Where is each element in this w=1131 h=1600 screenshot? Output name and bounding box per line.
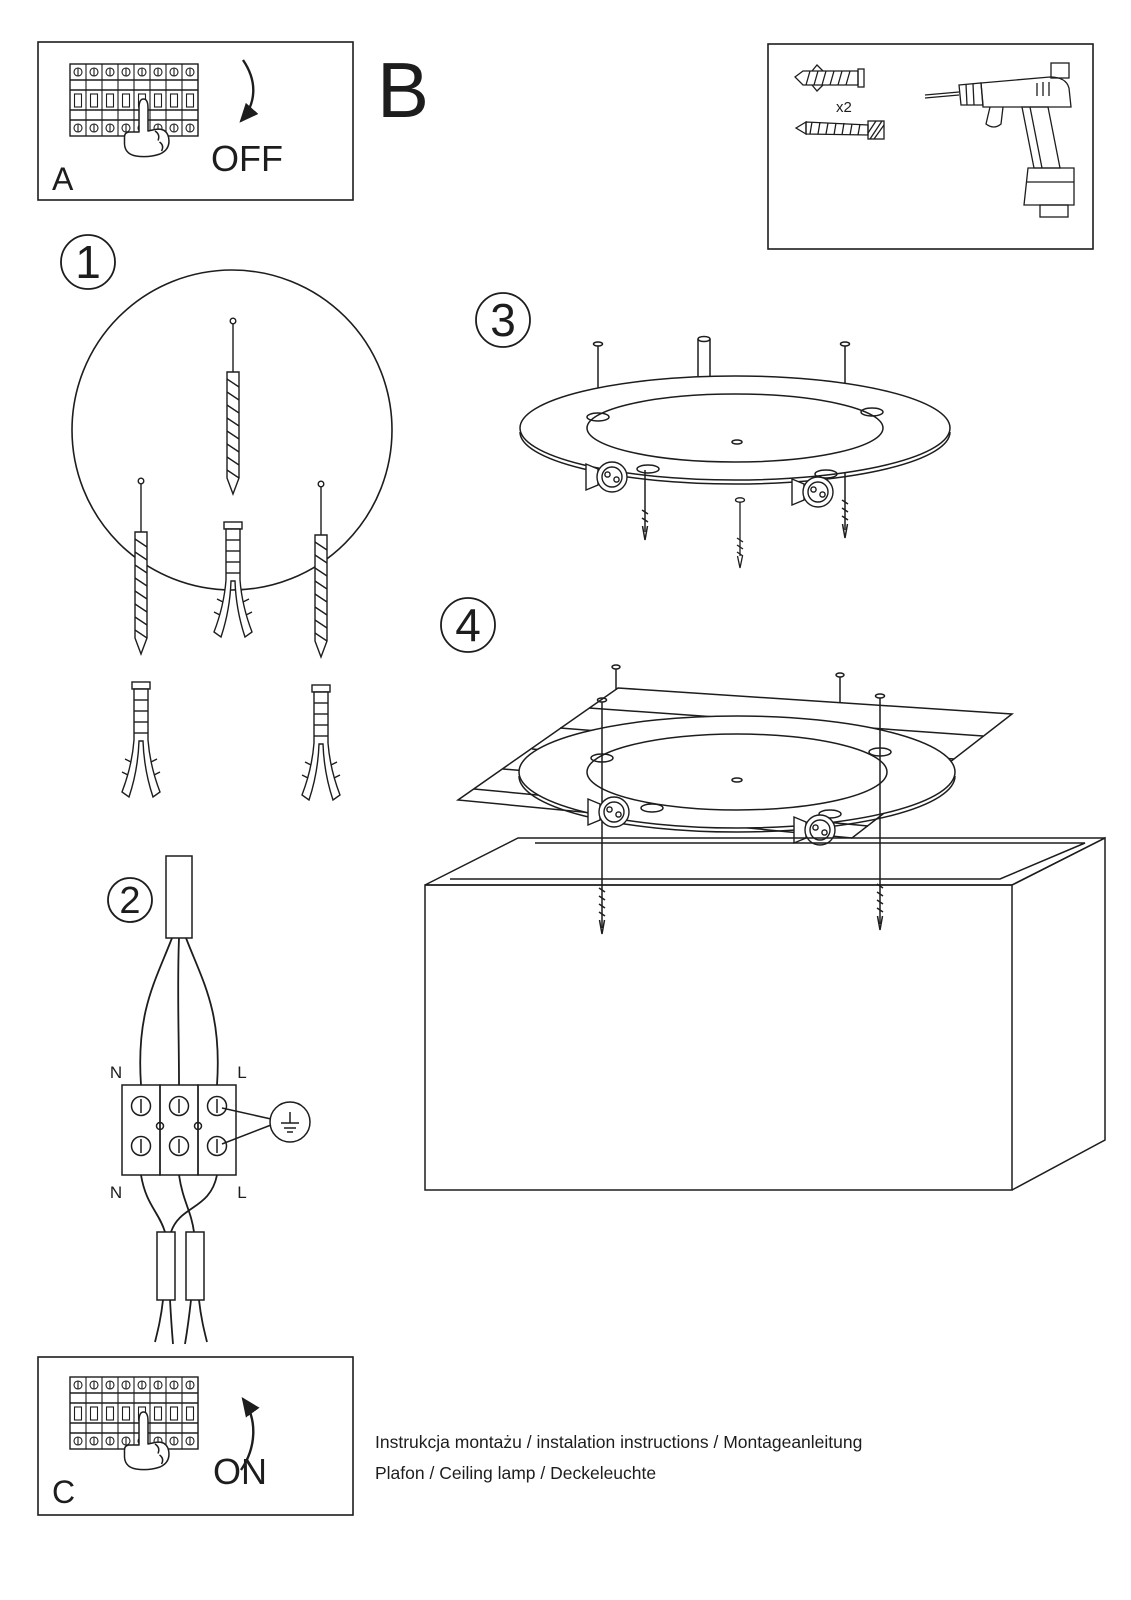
panel-c-label: C (52, 1474, 75, 1510)
step-1: 1 (60, 234, 393, 801)
step-4-badge (440, 597, 496, 653)
zoom-circle (71, 269, 393, 591)
wire-sheath-left (156, 1231, 176, 1301)
on-direction-arrow-icon (240, 1397, 260, 1471)
step-1-badge (60, 234, 116, 290)
panel-screw-right (835, 672, 845, 703)
off-label: OFF (211, 138, 283, 179)
step-3: 3 (475, 292, 951, 569)
output-wires (140, 1174, 218, 1345)
terminal-block (121, 1084, 237, 1176)
panel-a-label: A (52, 161, 74, 197)
label-l-top: L (237, 1063, 246, 1082)
panel-screw-left (611, 664, 621, 690)
step-2: 2 N L N L (107, 855, 311, 1345)
step-3-number: 3 (490, 294, 516, 346)
label-n-bottom: N (110, 1183, 122, 1202)
on-label: ON (213, 1451, 267, 1492)
plate-outer-rim (519, 375, 951, 481)
plate-hole (586, 412, 610, 422)
plate-hole (814, 469, 838, 479)
mounting-plate-illustration (519, 335, 951, 569)
power-cable (165, 855, 193, 939)
off-direction-arrow-icon (239, 59, 259, 123)
footer-line-1: Instrukcja montażu / instalation instruc… (375, 1432, 862, 1452)
screw-and-anchor-left (121, 477, 161, 798)
tools-box: x2 (767, 43, 1094, 250)
lamp-socket-left (585, 461, 628, 493)
socket-screw-left (641, 470, 649, 541)
plate-hole (860, 407, 884, 417)
step-2-badge (107, 877, 153, 923)
screw-and-anchor-right (301, 480, 341, 801)
label-l-bottom: L (237, 1183, 246, 1202)
lampshade-box (424, 836, 1106, 1191)
wall-plug-icon (794, 64, 865, 92)
canopy-plate (518, 715, 956, 833)
hanging-screw-center (734, 497, 746, 569)
step-4: 4 (424, 597, 1106, 1191)
panel-a: OFF A (37, 41, 354, 201)
panel-c: ON C (37, 1356, 354, 1516)
lamp-socket-left-4 (587, 796, 630, 828)
plate-rim-thickness (519, 431, 951, 485)
lamp-socket-right (791, 476, 834, 508)
label-n-top: N (110, 1063, 122, 1082)
wire-right (185, 937, 219, 1086)
screw-icon (794, 120, 885, 140)
lamp-socket-right-4 (793, 814, 836, 846)
plate-inner-circle (586, 393, 884, 463)
footer: Instrukcja montażu / instalation instruc… (375, 1432, 862, 1483)
wire-middle (177, 937, 180, 1086)
plate-center-hole (731, 439, 743, 445)
footer-line-2: Plafon / Ceiling lamp / Deckeleuchte (375, 1463, 656, 1483)
ground-symbol (221, 1101, 311, 1145)
wire-left (139, 937, 173, 1086)
drill-icon (924, 62, 1075, 218)
breaker-row-illustration-a (70, 64, 198, 136)
wall-plug-qty-label: x2 (836, 99, 852, 116)
step-1-number: 1 (75, 236, 101, 288)
step-4-number: 4 (455, 599, 481, 651)
breaker-row-illustration-c (70, 1377, 198, 1449)
section-b-label: B (377, 46, 429, 134)
step-3-badge (475, 292, 531, 348)
wire-sheath-right (185, 1231, 205, 1301)
plate-hole (636, 464, 660, 474)
step-2-number: 2 (119, 880, 140, 922)
